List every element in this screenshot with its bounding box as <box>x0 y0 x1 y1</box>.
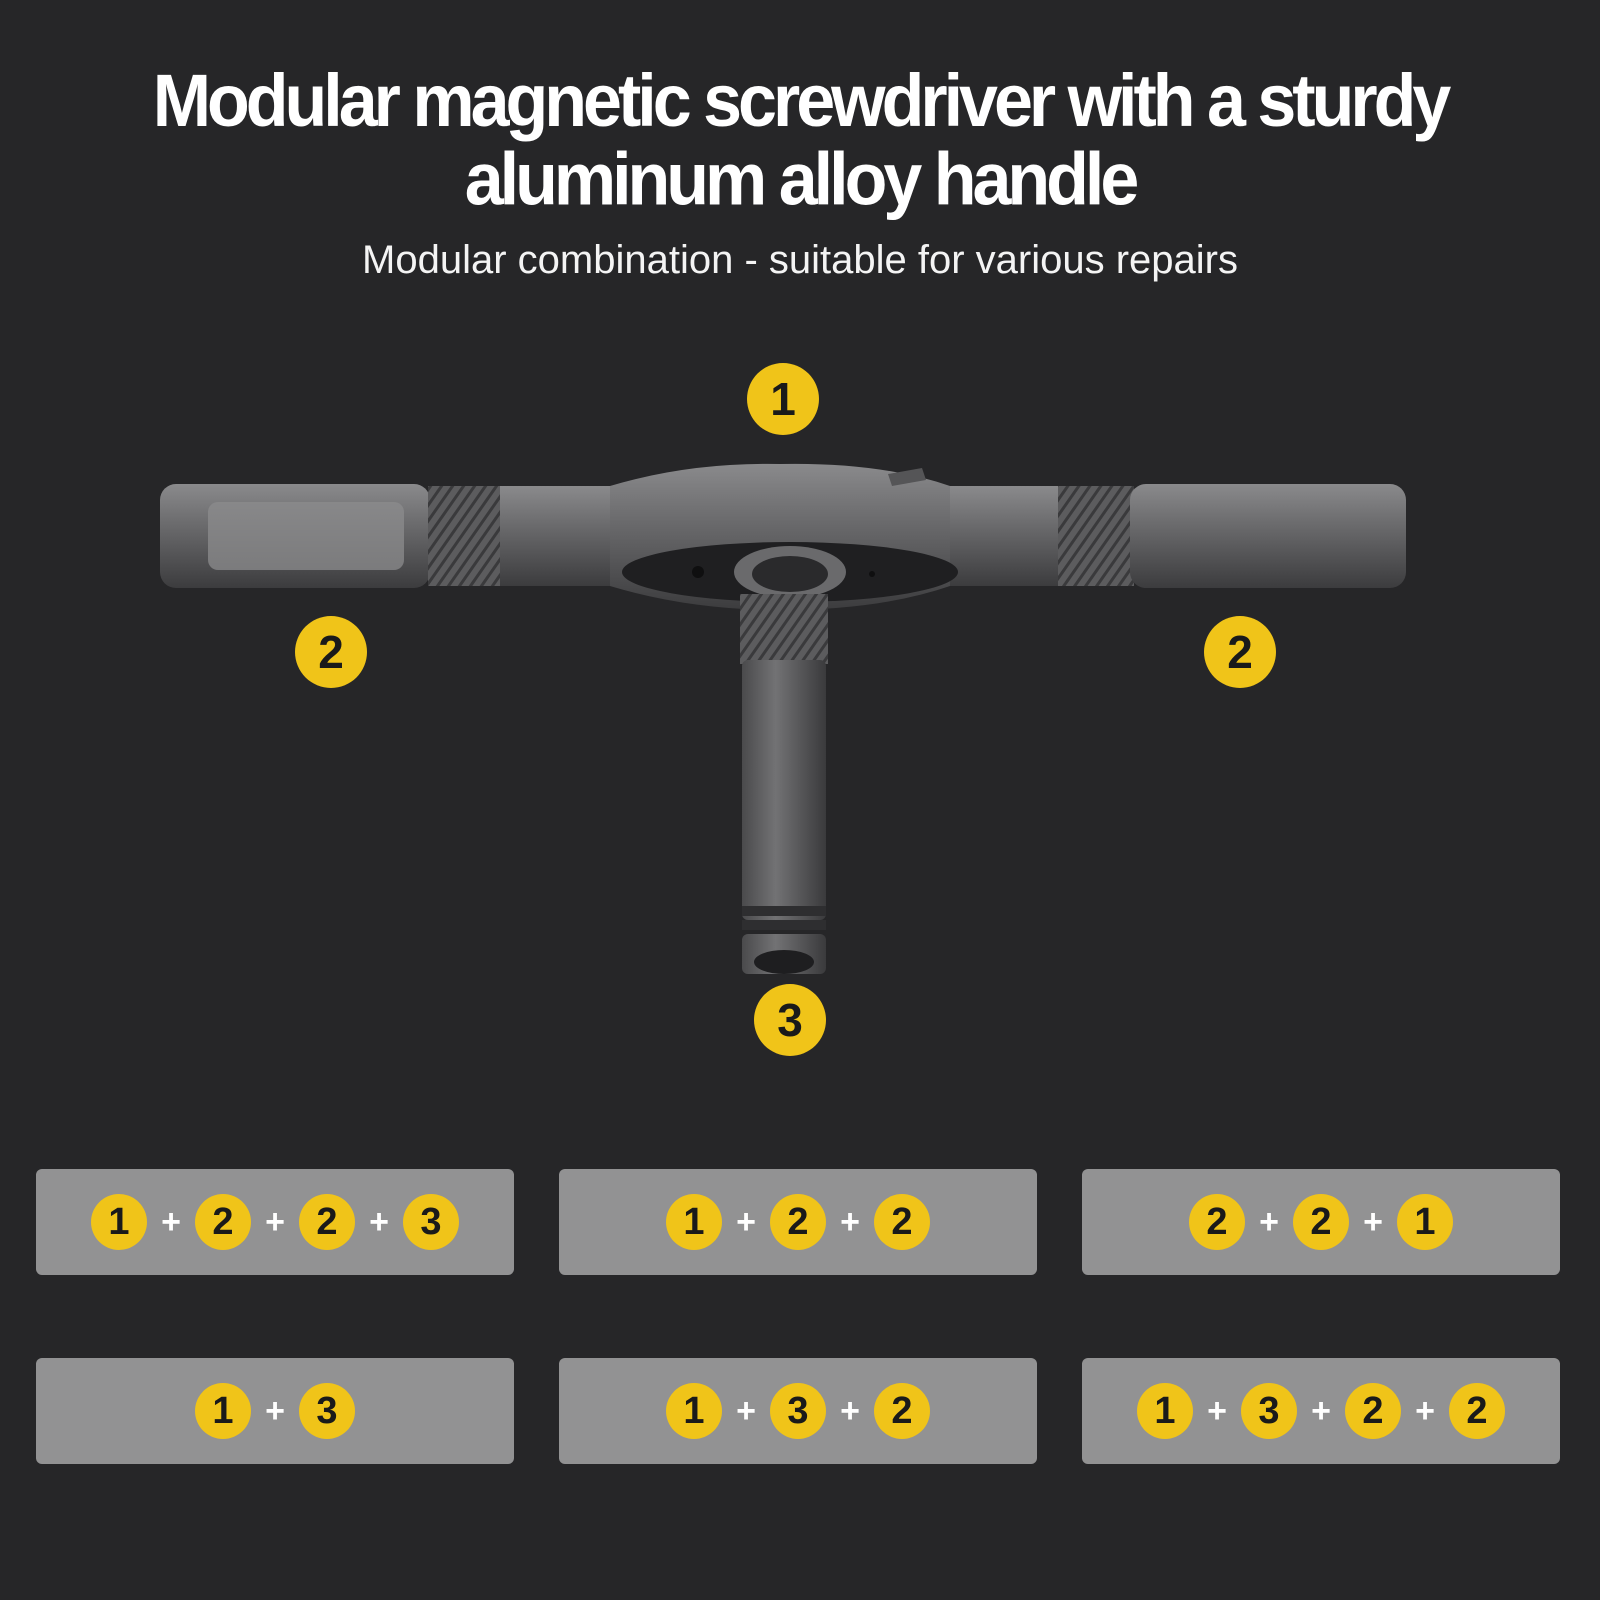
combination-panel: 1 +3 +2 +2 <box>1082 1358 1560 1464</box>
page-subtitle: Modular combination - suitable for vario… <box>362 238 1238 282</box>
plus-sign: + <box>369 1202 389 1241</box>
plus-sign: + <box>265 1391 285 1430</box>
combination-badge: 3 <box>299 1383 355 1439</box>
combination-badge: 2 <box>770 1194 826 1250</box>
combination-badge: 2 <box>1345 1383 1401 1439</box>
title-line-2: aluminum alloy handle <box>464 137 1140 221</box>
combination-badge: 1 <box>1397 1194 1453 1250</box>
plus-sign: + <box>1363 1202 1383 1241</box>
combination-badge: 2 <box>299 1194 355 1250</box>
callout-badge-left: 2 <box>295 616 367 688</box>
callout-badge-top: 1 <box>747 363 819 435</box>
combination-panel: 1 +2 +2 +3 <box>36 1169 514 1275</box>
combination-badge: 1 <box>666 1194 722 1250</box>
plus-sign: + <box>736 1202 756 1241</box>
horizontal-handle <box>160 463 1406 610</box>
combination-badge: 2 <box>874 1194 930 1250</box>
combination-badge: 2 <box>1449 1383 1505 1439</box>
combination-badge: 1 <box>1137 1383 1193 1439</box>
combination-badge: 3 <box>770 1383 826 1439</box>
plus-sign: + <box>161 1202 181 1241</box>
plus-sign: + <box>1259 1202 1279 1241</box>
combination-badge: 2 <box>1293 1194 1349 1250</box>
callout-badge-bottom: 3 <box>754 984 826 1056</box>
combination-badge: 1 <box>666 1383 722 1439</box>
combination-badge: 2 <box>195 1194 251 1250</box>
combination-badge: 1 <box>195 1383 251 1439</box>
plus-sign: + <box>736 1391 756 1430</box>
plus-sign: + <box>840 1391 860 1430</box>
callout-badge-right: 2 <box>1204 616 1276 688</box>
combination-badge: 3 <box>403 1194 459 1250</box>
vertical-shaft <box>740 594 828 974</box>
combination-badge: 2 <box>1189 1194 1245 1250</box>
plus-sign: + <box>840 1202 860 1241</box>
combination-badge: 2 <box>874 1383 930 1439</box>
combination-panel: 1 +3 +2 <box>559 1358 1037 1464</box>
combination-panel: 1 +3 <box>36 1358 514 1464</box>
page-title: Modular magnetic screwdriver with a stur… <box>0 62 1600 219</box>
plus-sign: + <box>265 1202 285 1241</box>
combination-badge: 1 <box>91 1194 147 1250</box>
plus-sign: + <box>1207 1391 1227 1430</box>
combination-panel: 1 +2 +2 <box>559 1169 1037 1275</box>
combination-panel: 2 +2 +1 <box>1082 1169 1560 1275</box>
plus-sign: + <box>1311 1391 1331 1430</box>
combination-badge: 3 <box>1241 1383 1297 1439</box>
plus-sign: + <box>1415 1391 1435 1430</box>
title-line-1: Modular magnetic screwdriver with a stur… <box>152 59 1452 143</box>
